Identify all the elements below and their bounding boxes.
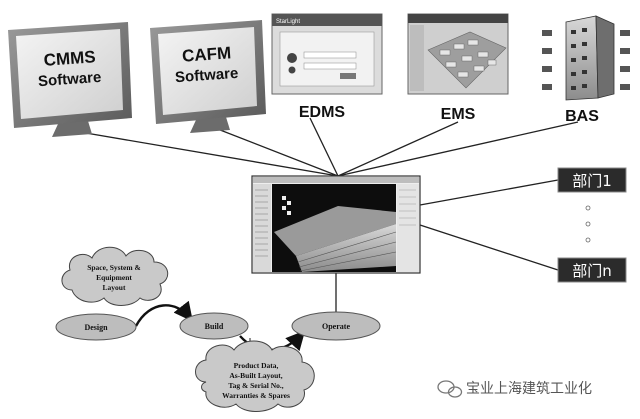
cmms-monitor-stand: [52, 121, 92, 137]
cloud-top-line2: Equipment: [96, 273, 132, 282]
bas-building-side: [595, 15, 615, 99]
departments: 部门1 部门n: [557, 167, 627, 283]
cloud-bottom-line3: Tag & Serial No.,: [228, 381, 283, 390]
edms-user-icon: [287, 53, 297, 63]
cafm-line1: CAFM: [181, 43, 231, 65]
bim-hub-properties-panel: [397, 184, 419, 272]
ems-window-titlebar: [408, 14, 508, 23]
cmms-monitor: CMMS Software: [8, 22, 132, 137]
cloud-top-line3: Layout: [103, 283, 126, 292]
stage-design: [55, 313, 137, 341]
line-hub-dept-last: [419, 224, 559, 271]
bim-model-floor-lines: [297, 231, 397, 272]
line-ems-hub: [337, 121, 459, 177]
bim-hub-toolbar: [253, 177, 419, 183]
department-ellipsis: [585, 205, 591, 243]
wechat-icon: [437, 380, 463, 398]
ellipsis-dot: [585, 237, 591, 243]
line-cmms-hub: [79, 131, 339, 177]
bim-hub-screenshot: [251, 175, 421, 274]
edms-label: EDMS: [299, 104, 346, 121]
ems-sidebar: [410, 25, 424, 91]
line-cafm-hub: [214, 127, 339, 177]
cloud-product-data: [195, 340, 315, 412]
edms-window-title: StarLight: [276, 19, 300, 25]
cloud-bottom-line1: Product Data,: [234, 361, 279, 370]
cmms-line1: CMMS: [43, 47, 96, 70]
department-first-label: 部门1: [572, 172, 612, 190]
stage-operate: [291, 311, 381, 341]
cloud-bottom-line2: As-Built Layout,: [229, 371, 282, 380]
cafm-monitor-screen: [158, 27, 257, 115]
bas-building-windows: [571, 28, 587, 90]
bim-hub-tree-panel: [253, 184, 271, 272]
stage-operate-label: Operate: [322, 322, 350, 331]
cloud-space-layout: [61, 246, 169, 306]
edms-username-field: [303, 51, 357, 59]
watermark: 宝业上海建筑工业化: [437, 380, 592, 398]
ellipsis-dot: [585, 205, 591, 211]
bas-building-graphic: BAS: [542, 15, 630, 125]
department-box-first: 部门1: [557, 167, 627, 193]
stage-build-label: Build: [205, 322, 224, 331]
bim-model-roof: [274, 206, 396, 256]
cafm-line2: Software: [174, 65, 238, 86]
ems-buildings: [439, 39, 497, 78]
edms-window: StarLight EDMS: [271, 13, 383, 121]
ems-window: EMS: [407, 13, 509, 123]
department-last-label: 部门n: [572, 262, 612, 280]
cafm-monitor: CAFM Software: [150, 20, 266, 133]
cloud-top-line1: Space, System &: [87, 263, 141, 272]
bas-label: BAS: [565, 108, 599, 125]
edms-login-panel: [279, 31, 375, 87]
arrow-design-to-build: [134, 300, 193, 327]
edms-user-icon-body: [288, 66, 296, 74]
stage-build: [179, 312, 249, 340]
stage-design-label: Design: [84, 323, 108, 332]
bim-hub-property-lines: [399, 189, 416, 226]
bim-model-facade: [296, 224, 396, 272]
lifecycle-flow: Space, System & Equipment Layout Design …: [55, 246, 381, 412]
ellipsis-dot: [585, 221, 591, 227]
cmms-monitor-screen: [16, 29, 123, 119]
edms-login-button: [340, 73, 356, 79]
edms-window-titlebar: [272, 14, 382, 26]
watermark-text: 宝业上海建筑工业化: [466, 381, 592, 397]
line-edms-hub: [309, 117, 339, 177]
department-box-last: 部门n: [557, 257, 627, 283]
edms-password-field: [303, 62, 357, 70]
line-hub-dept-first: [419, 179, 559, 206]
cafm-monitor-stand: [190, 117, 230, 133]
cloud-bottom-line4: Warranties & Spares: [222, 391, 290, 400]
bim-model-cursor-icons: [282, 196, 291, 215]
bas-device-icons: [542, 30, 630, 90]
connector-lines: [79, 117, 579, 312]
cmms-line2: Software: [37, 69, 101, 90]
ems-label: EMS: [441, 106, 476, 123]
line-bas-hub: [337, 121, 579, 177]
bim-hub-tree-lines: [255, 189, 268, 257]
